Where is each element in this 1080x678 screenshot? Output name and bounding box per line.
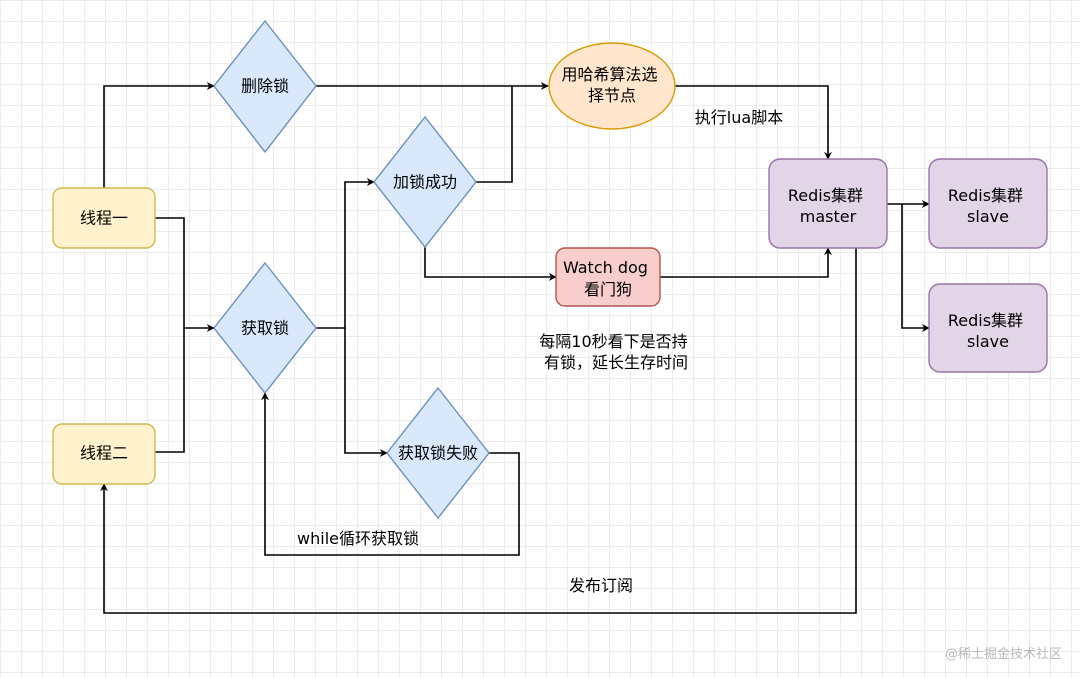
- watch-dog-line-2: 看门狗: [584, 280, 632, 299]
- watchdog-note-line-1: 每隔10秒看下是否持: [539, 332, 687, 351]
- edges: [100, 82, 930, 614]
- thread-two-box: [52, 423, 156, 485]
- pub-sub-label: 发布订阅: [569, 576, 633, 595]
- delete-lock-node: 删除锁: [213, 19, 317, 154]
- lock-success-node: 加锁成功: [373, 115, 477, 249]
- acquire-fail-label: 获取锁失败: [398, 444, 478, 463]
- hash-select-node: 用哈希算法选 择节点: [548, 42, 676, 130]
- redis-slave-1-line-2: slave: [967, 207, 1009, 226]
- redis-slave-2-line-1: Redis集群: [948, 311, 1023, 330]
- redis-slave-1-node: Redis集群 slave: [928, 158, 1048, 249]
- acquire-lock-label: 获取锁: [241, 319, 289, 338]
- thread-one-box: [52, 187, 156, 249]
- acquire-fail-node: 获取锁失败: [386, 386, 490, 520]
- edge-acquire-to-fail: [344, 328, 388, 457]
- thread-one-node: 线程一: [52, 187, 156, 249]
- watch-dog-box: [555, 247, 661, 307]
- edge-thread-one-to-delete-lock: [103, 82, 215, 188]
- hash-select-line-1: 用哈希算法选: [561, 65, 657, 84]
- lock-success-label: 加锁成功: [393, 173, 457, 192]
- acquire-lock-node: 获取锁: [213, 261, 317, 395]
- redis-master-node: Redis集群 master: [768, 158, 888, 249]
- redis-slave-2-line-2: slave: [967, 332, 1009, 351]
- watchdog-note-label: 每隔10秒看下是否持 有锁，延长生存时间: [539, 332, 692, 372]
- redis-slave-2-node: Redis集群 slave: [928, 283, 1048, 373]
- while-loop-label: while循环获取锁: [297, 529, 419, 548]
- edge-fail-loop-back: [261, 392, 520, 556]
- edge-thread-one-to-acquire-lock: [155, 217, 215, 332]
- hash-select-ellipse: [548, 42, 676, 130]
- thread-one-label: 线程一: [80, 209, 128, 228]
- run-lua-label: 执行lua脚本: [695, 108, 783, 127]
- redis-slave-1-line-1: Redis集群: [948, 186, 1023, 205]
- redis-master-line-2: master: [800, 207, 857, 226]
- hash-select-label: 用哈希算法选 择节点: [561, 65, 662, 105]
- edge-master-to-slave-2: [901, 204, 930, 332]
- edge-watchdog-to-master: [660, 247, 832, 278]
- thread-two-node: 线程二: [52, 423, 156, 485]
- hash-select-line-2: 择节点: [588, 86, 636, 105]
- thread-two-label: 线程二: [80, 444, 128, 463]
- delete-lock-diamond: [213, 19, 317, 154]
- lock-success-diamond: [373, 115, 477, 249]
- redis-slave-1-box: [928, 158, 1048, 249]
- edge-success-to-watchdog: [424, 247, 557, 281]
- redis-master-line-1: Redis集群: [788, 186, 863, 205]
- redis-slave-2-label: Redis集群 slave: [948, 311, 1028, 351]
- delete-lock-label: 删除锁: [241, 77, 289, 96]
- redis-master-box: [768, 158, 888, 249]
- edge-master-pubsub-to-thread-two: [100, 248, 857, 614]
- watchdog-note-line-2: 有锁，延长生存时间: [544, 353, 688, 372]
- redis-slave-1-label: Redis集群 slave: [948, 186, 1028, 226]
- acquire-fail-diamond: [386, 386, 490, 520]
- watch-dog-label: Watch dog 看门狗: [563, 258, 653, 299]
- redis-slave-2-box: [928, 283, 1048, 373]
- edge-success-to-hash: [476, 86, 513, 183]
- watch-dog-line-1: Watch dog: [563, 258, 648, 277]
- acquire-lock-diamond: [213, 261, 317, 395]
- watch-dog-node: Watch dog 看门狗: [555, 247, 661, 307]
- edge-acquire-to-success: [316, 178, 375, 329]
- edge-thread-two-to-acquire-lock: [155, 328, 185, 453]
- redis-master-label: Redis集群 master: [788, 186, 868, 226]
- watermark: @稀土掘金技术社区: [944, 647, 1062, 662]
- edge-hash-to-master: [675, 85, 832, 160]
